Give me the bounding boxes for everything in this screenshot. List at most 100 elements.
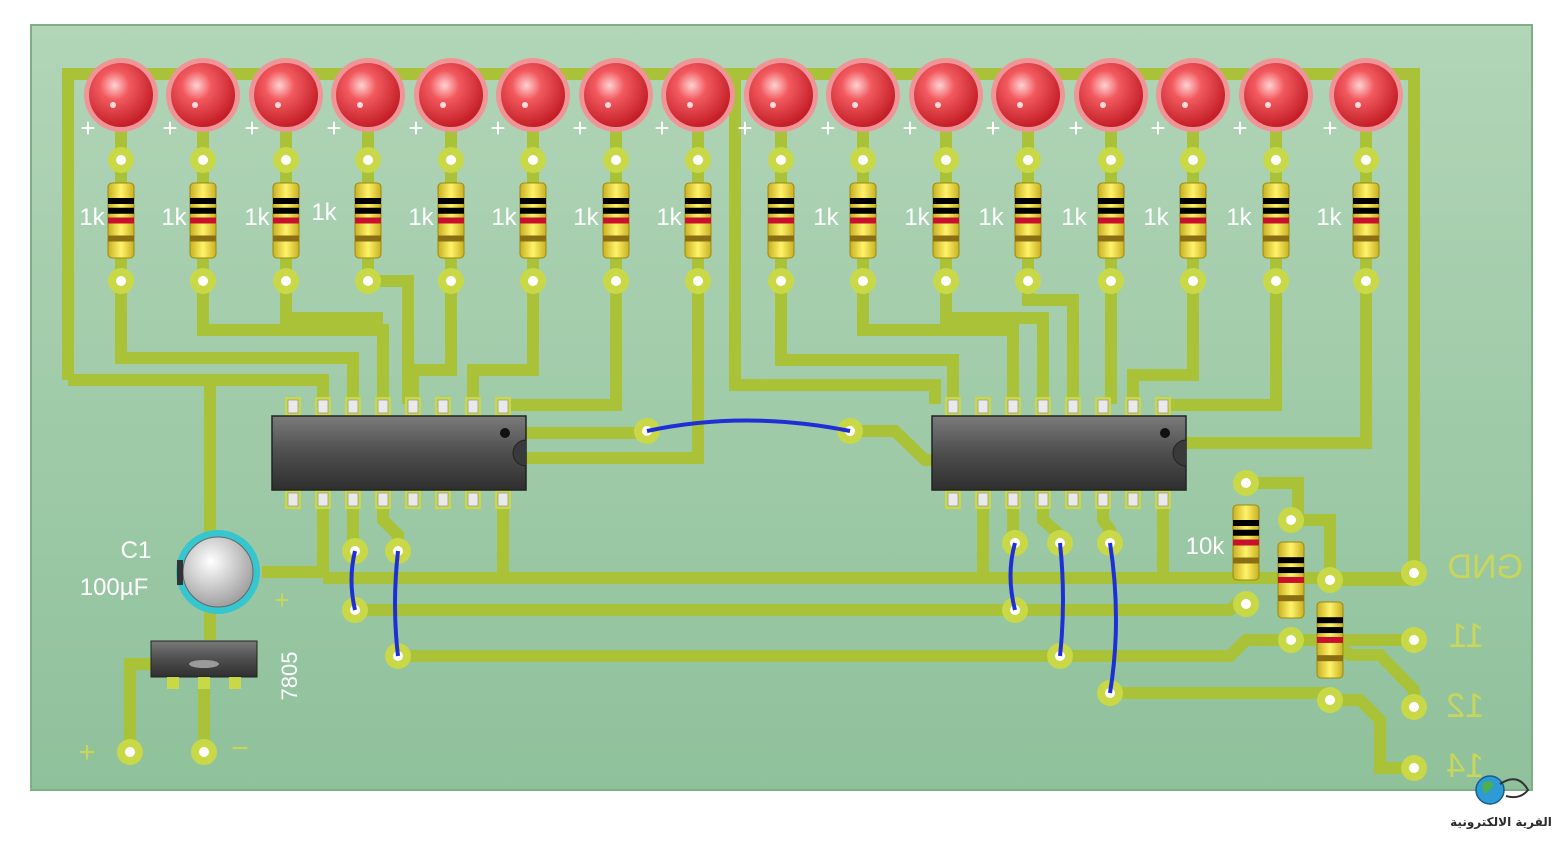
resistor-value-label: 1k: [244, 204, 270, 231]
resistor-pad-bottom: [685, 268, 711, 294]
led: [1074, 58, 1148, 132]
resistor-pad-bottom: [108, 268, 134, 294]
pcb-pad: [1401, 694, 1427, 720]
resistor-pad-top: [190, 147, 216, 173]
resistor-pad-bottom: [1098, 268, 1124, 294]
resistor-value-label: 1k: [978, 204, 1004, 231]
led: [579, 58, 653, 132]
resistor-value-label: 1k: [813, 204, 839, 231]
capacitor-plus: +: [274, 585, 289, 615]
resistor-pad-bottom: [933, 268, 959, 294]
led-anode-plus: +: [1232, 113, 1247, 143]
pullup-resistor: [1277, 541, 1305, 619]
power-plus-label: +: [78, 736, 96, 769]
pcb-pad: [1401, 627, 1427, 653]
resistor-pad-top: [850, 147, 876, 173]
led-anode-plus: +: [572, 113, 587, 143]
led-resistor: [602, 182, 630, 259]
capacitor-name: C1: [121, 537, 152, 564]
pullup-resistor-label: 10k: [1186, 533, 1226, 560]
ic-left: [271, 397, 527, 509]
led: [909, 58, 983, 132]
led: [1329, 58, 1403, 132]
resistor-value-label: 1k: [161, 204, 187, 231]
led-resistor: [1097, 182, 1125, 259]
resistor-pad-top: [1263, 147, 1289, 173]
led-anode-plus: +: [1150, 113, 1165, 143]
resistor-value-label: 1k: [79, 204, 105, 231]
ic-pin1-dot: [1160, 428, 1170, 438]
resistor-pad-bottom: [603, 268, 629, 294]
pcb-pad: [117, 739, 143, 765]
led-anode-plus: +: [408, 113, 423, 143]
pcb-pad: [191, 739, 217, 765]
resistor-pad-top: [355, 147, 381, 173]
led-resistor: [189, 182, 217, 259]
resistor-pad-top: [1098, 147, 1124, 173]
led-resistor: [767, 182, 795, 259]
pcb-pad: [1278, 507, 1304, 533]
pcb-pad: [1233, 591, 1259, 617]
power-minus-label: −: [231, 732, 249, 765]
resistor-pad-bottom: [520, 268, 546, 294]
resistor-value-label: 1k: [1061, 204, 1087, 231]
pcb-pad: [1401, 755, 1427, 781]
resistor-value-label: 1k: [311, 199, 337, 226]
pin11-label: 11: [1449, 617, 1484, 655]
pin14-label: 14: [1446, 747, 1484, 785]
connector-labels: GND 11 12 14: [1446, 548, 1523, 785]
jumper-wires: [349, 418, 1118, 694]
led-resistor: [1352, 182, 1380, 259]
resistor-array: [107, 182, 1380, 679]
resistor-pad-top: [933, 147, 959, 173]
pullup-resistor: [1316, 601, 1344, 679]
regulator-label: 7805: [277, 652, 302, 701]
pin12-label: 12: [1446, 687, 1484, 725]
led-resistor: [1014, 182, 1042, 259]
resistor-value-label: 1k: [408, 204, 434, 231]
resistor-pad-bottom: [1015, 268, 1041, 294]
led-anode-plus: +: [80, 113, 95, 143]
led-resistor: [272, 182, 300, 259]
globe-logo-icon: [1475, 775, 1530, 805]
led-resistor: [684, 182, 712, 259]
resistor-pad-top: [1180, 147, 1206, 173]
led: [331, 58, 405, 132]
resistor-pad-top: [108, 147, 134, 173]
led: [249, 58, 323, 132]
led: [826, 58, 900, 132]
led-resistor: [437, 182, 465, 259]
pcb-pad: [1278, 627, 1304, 653]
resistor-pad-top: [1353, 147, 1379, 173]
pcb-pad: [1401, 560, 1427, 586]
led-anode-plus: +: [326, 113, 341, 143]
gnd-label: GND: [1447, 548, 1523, 586]
resistor-pad-bottom: [438, 268, 464, 294]
resistor-pad-bottom: [355, 268, 381, 294]
led-resistor: [1179, 182, 1207, 259]
led: [991, 58, 1065, 132]
led: [661, 58, 735, 132]
regulator-7805: [150, 640, 258, 689]
resistor-pad-bottom: [850, 268, 876, 294]
resistor-value-label: 1k: [904, 204, 930, 231]
led-resistor: [849, 182, 877, 259]
pads: [108, 147, 1427, 781]
led-resistor: [932, 182, 960, 259]
resistor-pad-top: [273, 147, 299, 173]
capacitor-c1: [176, 530, 260, 614]
ic-right: [931, 397, 1187, 509]
led-anode-plus: +: [902, 113, 917, 143]
resistor-pad-bottom: [1180, 268, 1206, 294]
resistor-value-label: 1k: [656, 204, 682, 231]
watermark-text: القرية الالكترونية: [1450, 815, 1552, 829]
ic-pin1-dot: [500, 428, 510, 438]
resistor-pad-bottom: [768, 268, 794, 294]
led-resistor: [519, 182, 547, 259]
resistor-pad-top: [603, 147, 629, 173]
resistor-pad-bottom: [1263, 268, 1289, 294]
led: [744, 58, 818, 132]
resistor-value-label: 1k: [573, 204, 599, 231]
resistor-pad-bottom: [273, 268, 299, 294]
led-resistor: [107, 182, 135, 259]
